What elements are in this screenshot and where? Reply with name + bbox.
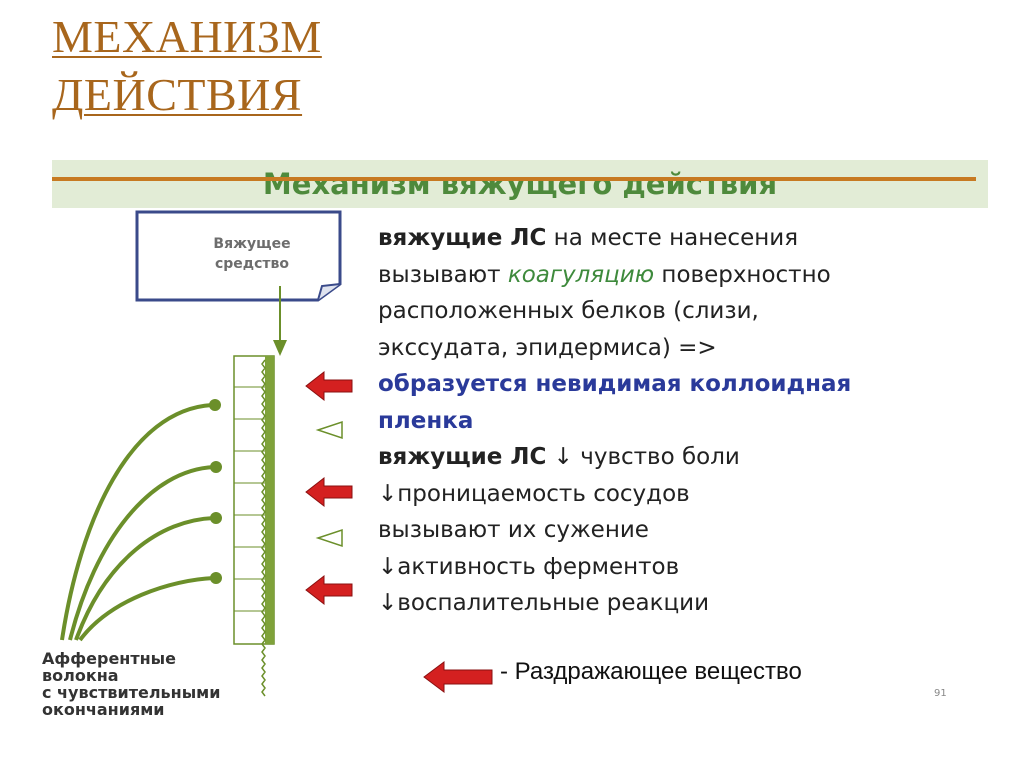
irritant-label: - Раздражающее вещество — [500, 658, 802, 685]
text-line-5: образуется невидимая коллоидная — [378, 371, 852, 397]
text-line-1-bold: вяжущие ЛС — [378, 225, 547, 251]
text-line-10: ↓активность ферментов — [378, 553, 680, 580]
fiber-label: Афферентные волокна с чувствительными ок… — [42, 650, 220, 718]
agent-arrow — [273, 286, 287, 356]
fiber-label-line1: Афферентные — [42, 649, 176, 668]
fiber-label-line2: волокна — [42, 666, 119, 685]
text-line-1-rest: на месте нанесения — [546, 225, 799, 251]
content-text: вяжущие ЛС на месте нанесения вызывают к… — [378, 220, 998, 622]
agent-label-line2: средство — [214, 256, 289, 272]
red-arrows — [305, 370, 493, 693]
text-line-2-a: вызывают — [378, 261, 508, 288]
slide-title: МЕХАНИЗМ ДЕЙСТВИЯ — [52, 8, 322, 124]
hollow-arrowheads — [315, 420, 343, 548]
text-line-2-b: поверхностно — [654, 261, 831, 288]
fiber-endings — [209, 399, 222, 584]
text-line-3: расположенных белков (слизи, — [378, 298, 759, 324]
agent-box — [135, 210, 342, 302]
fiber-label-line4: окончаниями — [42, 700, 165, 719]
text-line-4: экссудата, эпидермиса) => — [378, 334, 717, 361]
afferent-fibers — [60, 403, 215, 642]
fiber-label-line3: с чувствительными — [42, 683, 221, 702]
text-line-8: ↓проницаемость сосудов — [378, 480, 690, 507]
page-number: 91 — [934, 688, 947, 699]
header-band: Механизм вяжущего действия — [52, 160, 988, 208]
slide-title-line1: МЕХАНИЗМ — [52, 11, 322, 62]
text-line-7-bold: вяжущие ЛС — [378, 444, 547, 470]
text-line-1: вяжущие ЛС на месте нанесения — [378, 220, 998, 257]
text-line-9: вызывают их сужение — [378, 517, 649, 543]
band-title: Механизм вяжущего действия — [262, 167, 778, 201]
tissue-column — [233, 355, 275, 697]
text-line-2: вызывают коагуляцию поверхностно — [378, 257, 998, 294]
text-line-11: ↓воспалительные реакции — [378, 590, 710, 616]
agent-label: Вяжущее средство — [182, 234, 322, 274]
agent-label-line1: Вяжущее — [213, 236, 291, 252]
orange-rule — [52, 177, 976, 181]
text-line-2-green: коагуляцию — [507, 261, 655, 288]
text-line-6: пленка — [378, 407, 474, 434]
text-line-7: вяжущие ЛС ↓ чувство боли — [378, 439, 998, 476]
slide-title-line2: ДЕЙСТВИЯ — [52, 69, 303, 120]
text-line-7-rest: ↓ чувство боли — [546, 444, 740, 470]
